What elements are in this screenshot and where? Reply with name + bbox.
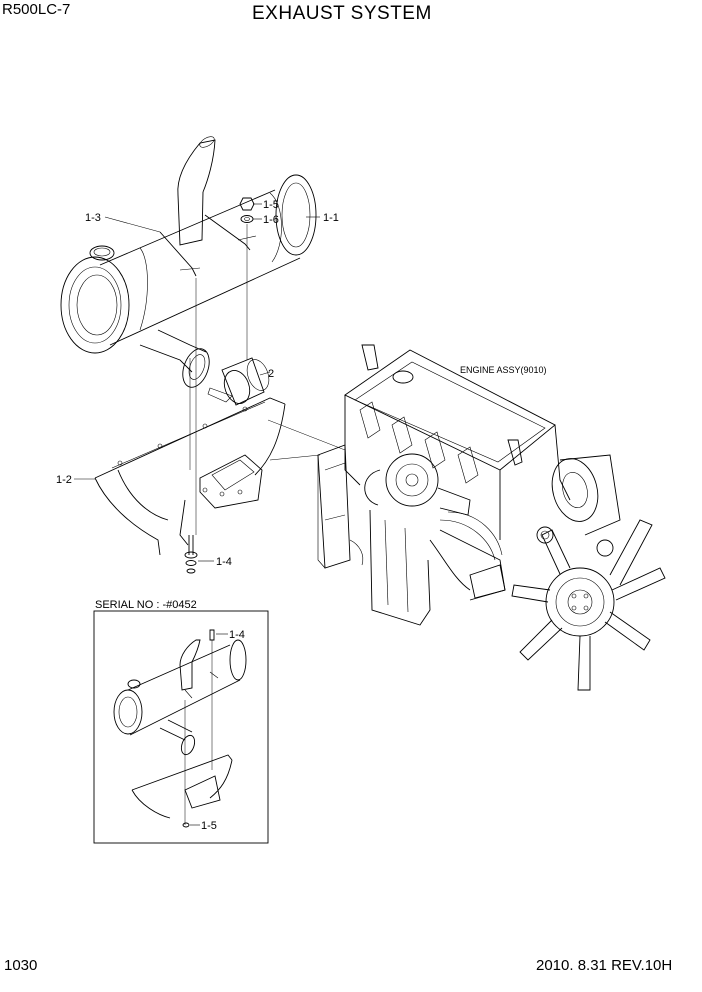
callout-2: 2: [268, 368, 274, 380]
page-number: 1030: [4, 957, 38, 974]
callout-1-2: 1-2: [56, 474, 72, 486]
serial-inset: [93, 610, 269, 844]
engine-assy: [267, 344, 666, 691]
callout-1-6: 1-6: [263, 214, 279, 226]
bolt-stack: [184, 197, 255, 574]
muffler: [60, 136, 317, 388]
callout-1-5: 1-5: [263, 199, 279, 211]
page-title: EXHAUST SYSTEM: [252, 3, 432, 24]
heat-shield: [94, 397, 286, 556]
callout-1-1: 1-1: [323, 212, 339, 224]
callout-1-3: 1-3: [85, 212, 101, 224]
model-name: R500LC-7: [2, 1, 71, 18]
inset-callout-1-5: 1-5: [201, 820, 217, 832]
inset-frame: [93, 610, 269, 844]
callout-1-4: 1-4: [216, 556, 232, 568]
inset-title: SERIAL NO : -#0452: [95, 599, 197, 611]
engine-label: ENGINE ASSY(9010): [460, 365, 547, 375]
inset-callout-1-4: 1-4: [229, 629, 245, 641]
revision-date: 2010. 8.31 REV.10H: [536, 957, 673, 974]
coupling: [207, 357, 270, 406]
